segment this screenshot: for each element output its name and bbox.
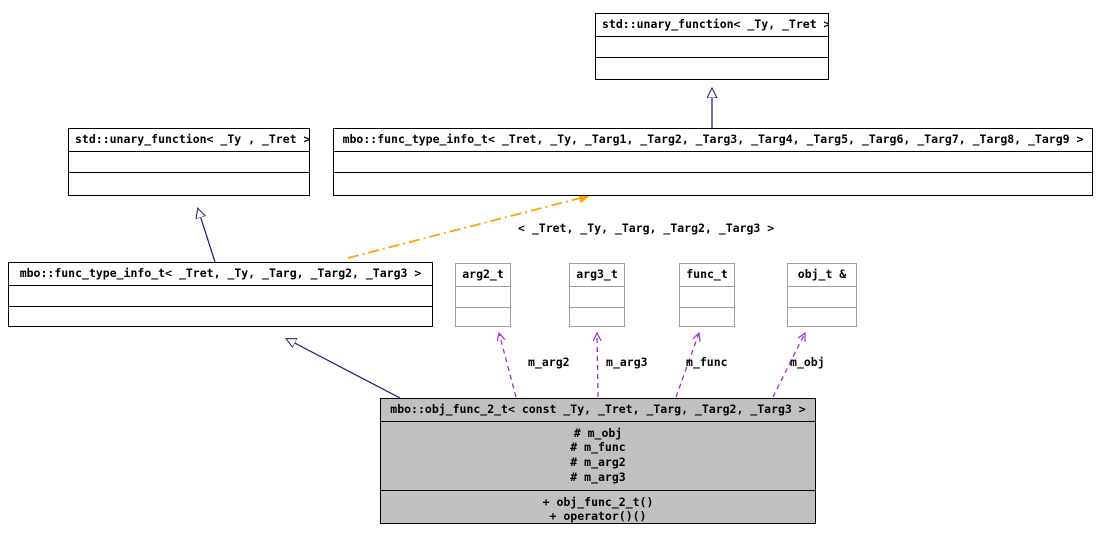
class-title-arg3-t: arg3_t xyxy=(570,264,624,287)
class-node-std-unary-function-top[interactable]: std::unary_function< _Ty, _Tret > xyxy=(595,13,829,80)
class-title-func-type-info-t-bound: mbo::func_type_info_t< _Tret, _Ty, _Targ… xyxy=(9,263,432,286)
class-attributes-compartment xyxy=(334,152,1092,173)
class-operations-compartment xyxy=(570,308,624,329)
class-operations-compartment xyxy=(456,308,510,329)
class-title-std-unary-function-top: std::unary_function< _Ty, _Tret > xyxy=(596,14,828,37)
class-attributes-compartment xyxy=(69,152,309,173)
class-operations-compartment xyxy=(596,58,828,79)
class-attributes-compartment: # m_obj # m_func # m_arg2 # m_arg3 xyxy=(381,422,815,491)
edge-label-template-binding: < _Tret, _Ty, _Targ, _Targ2, _Targ3 > xyxy=(518,221,775,235)
class-node-obj-t-ref[interactable]: obj_t & xyxy=(787,263,857,327)
class-attribute: # m_obj xyxy=(573,425,623,440)
class-node-func-t[interactable]: func_t xyxy=(679,263,735,327)
edge-label-m-arg3: m_arg3 xyxy=(606,355,648,369)
class-attributes-compartment xyxy=(596,37,828,58)
class-node-arg2-t[interactable]: arg2_t xyxy=(455,263,511,327)
class-operations-compartment xyxy=(69,173,309,194)
class-attribute: # m_arg2 xyxy=(570,455,626,470)
edge-label-m-func: m_func xyxy=(686,355,728,369)
edge-inherit-bound-to-unaryfunction-left xyxy=(198,209,216,263)
class-operation: + obj_func_2_t() xyxy=(542,494,654,509)
class-node-std-unary-function-left[interactable]: std::unary_function< _Ty , _Tret > xyxy=(68,128,310,196)
edge-usage-m_arg2 xyxy=(499,333,517,398)
class-operations-compartment xyxy=(334,173,1092,194)
edge-inherit-objfunc2t-to-functypeinfo-bound xyxy=(287,339,401,399)
class-operations-compartment xyxy=(788,308,856,329)
class-attribute: # m_func xyxy=(570,440,626,455)
class-operations-compartment xyxy=(680,308,734,329)
class-attributes-compartment xyxy=(9,286,432,307)
edge-label-m-arg2: m_arg2 xyxy=(528,355,570,369)
class-title-arg2-t: arg2_t xyxy=(456,264,510,287)
edge-label-m-obj: m_obj xyxy=(790,355,825,369)
class-title-std-unary-function-left: std::unary_function< _Ty , _Tret > xyxy=(69,129,309,152)
class-attributes-compartment xyxy=(570,287,624,308)
class-attribute: # m_arg3 xyxy=(570,469,626,484)
class-operations-compartment: + obj_func_2_t() + operator()() xyxy=(381,491,815,529)
edge-usage-m_arg3 xyxy=(597,333,598,398)
class-node-obj-func-2-t[interactable]: mbo::obj_func_2_t< const _Ty, _Tret, _Ta… xyxy=(380,398,816,524)
class-operations-compartment xyxy=(9,307,432,328)
class-title-func-type-info-t-full: mbo::func_type_info_t< _Tret, _Ty, _Targ… xyxy=(334,129,1092,152)
class-attributes-compartment xyxy=(456,287,510,308)
class-title-func-t: func_t xyxy=(680,264,734,287)
class-title-obj-t-ref: obj_t & xyxy=(788,264,856,287)
class-attributes-compartment xyxy=(680,287,734,308)
class-node-arg3-t[interactable]: arg3_t xyxy=(569,263,625,327)
class-attributes-compartment xyxy=(788,287,856,308)
class-node-func-type-info-t-full[interactable]: mbo::func_type_info_t< _Tret, _Ty, _Targ… xyxy=(333,128,1093,196)
class-node-func-type-info-t-bound[interactable]: mbo::func_type_info_t< _Tret, _Ty, _Targ… xyxy=(8,262,433,327)
class-title-obj-func-2-t: mbo::obj_func_2_t< const _Ty, _Tret, _Ta… xyxy=(381,399,815,422)
class-operation: + operator()() xyxy=(549,509,647,524)
